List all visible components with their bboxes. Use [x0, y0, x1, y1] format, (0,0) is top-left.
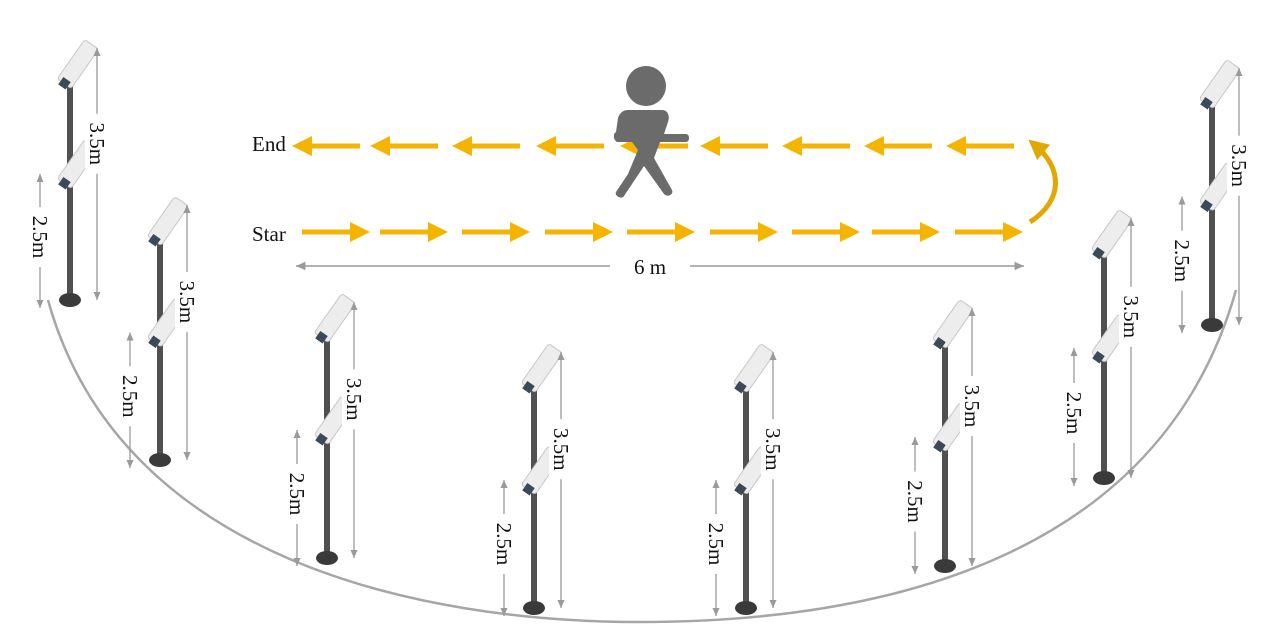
- pole-base: [1201, 318, 1223, 332]
- height-label-high: 3.5m: [761, 428, 785, 471]
- height-label-low: 2.5m: [492, 523, 516, 566]
- camera-pole-7: 3.5m 2.5m: [1062, 210, 1143, 486]
- camera-icon: [521, 344, 562, 394]
- camera-pole-3: 3.5m 2.5m: [285, 294, 366, 566]
- height-label-low: 2.5m: [285, 473, 309, 516]
- camera-icon: [147, 197, 188, 247]
- distance-label: 6 m: [634, 255, 666, 279]
- turn-around-arrow: [1028, 139, 1058, 225]
- height-label-high: 3.5m: [175, 281, 199, 324]
- camera-icon: [1199, 60, 1240, 110]
- height-label-high: 3.5m: [549, 428, 573, 471]
- pole-base: [523, 601, 545, 615]
- height-label-low: 2.5m: [1170, 239, 1194, 282]
- camera-icon: [57, 40, 98, 90]
- height-label-low: 2.5m: [1062, 392, 1086, 435]
- height-label-high: 3.5m: [1119, 296, 1143, 339]
- camera-pole-5: 3.5m 2.5m: [704, 344, 785, 616]
- camera-pole-6: 3.5m 2.5m: [903, 300, 984, 574]
- camera-icon: [932, 300, 973, 350]
- camera-pole-1: 3.5m 2.5m: [28, 40, 109, 308]
- pole-base: [735, 601, 757, 615]
- pole-base: [316, 551, 338, 565]
- start-label: Star: [252, 222, 286, 246]
- camera-icon: [314, 294, 355, 344]
- height-label-low: 2.5m: [118, 375, 142, 418]
- camera-icon: [1091, 210, 1132, 260]
- pole-base: [149, 453, 171, 467]
- camera-pole-8: 3.5m 2.5m: [1170, 60, 1251, 333]
- end-label: End: [252, 132, 286, 156]
- camera-pole-4: 3.5m 2.5m: [492, 344, 573, 616]
- pole-base: [59, 293, 81, 307]
- height-label-high: 3.5m: [342, 378, 366, 421]
- camera-pole-2: 3.5m 2.5m: [118, 197, 199, 468]
- height-label-high: 3.5m: [960, 385, 984, 428]
- height-label-high: 3.5m: [85, 122, 109, 165]
- pole-base: [934, 559, 956, 573]
- height-label-high: 3.5m: [1227, 144, 1251, 187]
- height-label-low: 2.5m: [28, 216, 52, 259]
- camera-icon: [733, 344, 774, 394]
- pole-base: [1093, 471, 1115, 485]
- height-label-low: 2.5m: [903, 480, 927, 523]
- camera-arc: [46, 289, 1238, 624]
- height-label-low: 2.5m: [704, 523, 728, 566]
- walking-person-icon: [613, 66, 689, 198]
